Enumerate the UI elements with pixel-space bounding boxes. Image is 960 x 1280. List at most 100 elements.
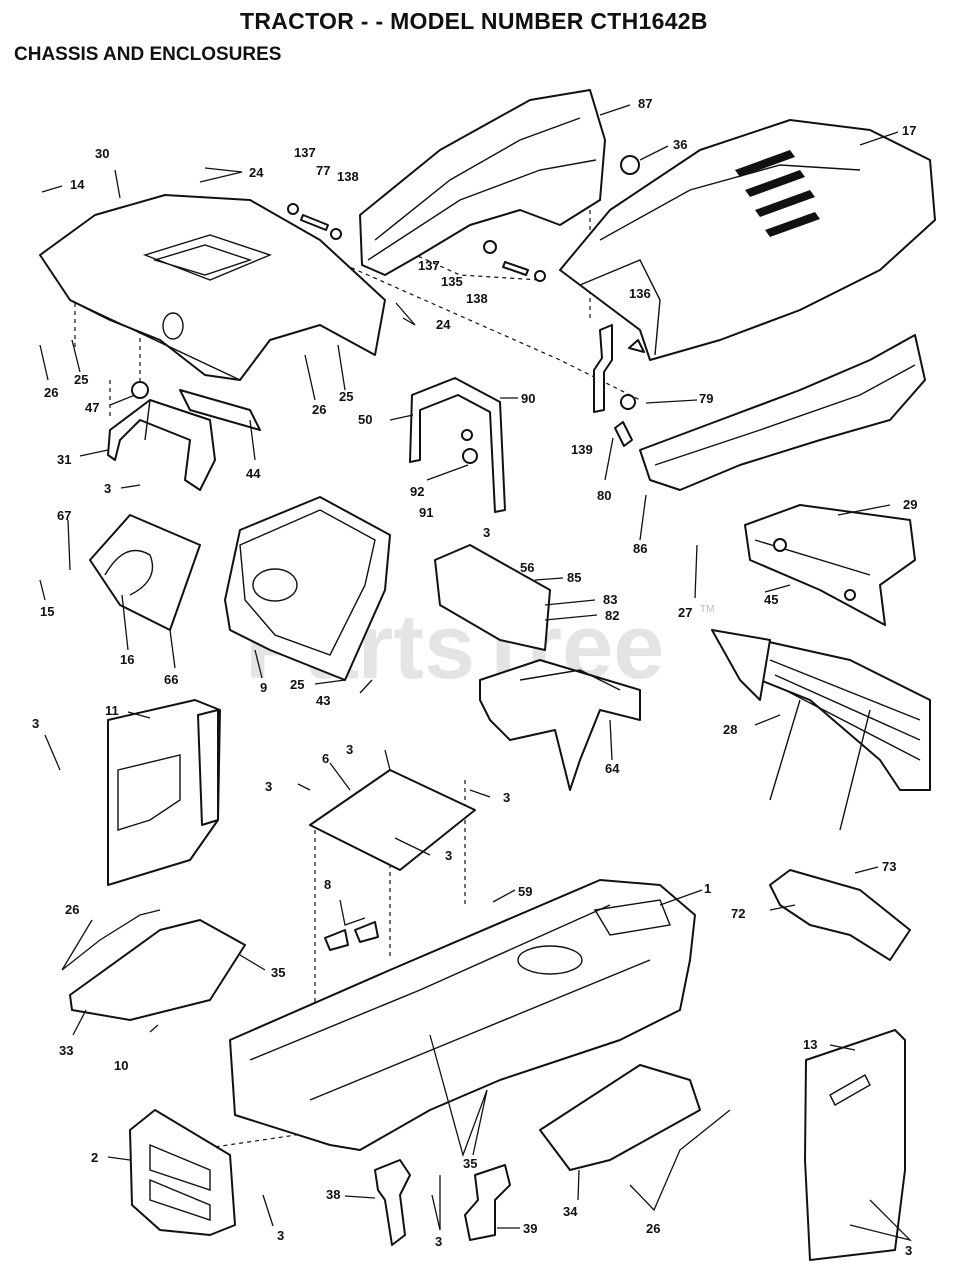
callout-138: 138 [337, 169, 359, 184]
callout-82: 82 [605, 608, 619, 623]
grille-assembly-part-28 [711, 629, 931, 831]
side-plate-part-11 [107, 699, 221, 886]
callout-86: 86 [633, 541, 647, 556]
plate-part-6 [309, 769, 476, 871]
callout-43: 43 [316, 693, 330, 708]
callout-3: 3 [503, 790, 510, 805]
callout-137: 137 [418, 258, 440, 273]
callout-11: 11 [105, 703, 119, 718]
floor-plate-part-33 [69, 919, 246, 1021]
watermark-trademark: TM [700, 604, 714, 615]
callout-28: 28 [723, 722, 737, 737]
callout-3: 3 [104, 481, 111, 496]
callout-3: 3 [445, 848, 452, 863]
support-part-64 [479, 659, 641, 791]
callout-3: 3 [277, 1228, 284, 1243]
page-title: TRACTOR - - MODEL NUMBER CTH1642B [240, 8, 708, 34]
callout-39: 39 [523, 1221, 537, 1236]
callout-59: 59 [518, 884, 532, 899]
main-frame-part-1 [229, 879, 696, 1151]
callout-44: 44 [246, 466, 261, 481]
callout-16: 16 [120, 652, 134, 667]
callout-35: 35 [463, 1156, 477, 1171]
alignment-line [359, 229, 541, 281]
callout-136: 136 [629, 286, 651, 301]
callout-labels: 87 36 17 137 77 138 30 24 14 137 135 138… [32, 96, 917, 1258]
callout-36: 36 [673, 137, 687, 152]
callout-13: 13 [803, 1037, 817, 1052]
callout-85: 85 [567, 570, 581, 585]
callout-67: 67 [57, 508, 71, 523]
callout-91: 91 [419, 505, 433, 520]
callout-3: 3 [483, 525, 490, 540]
callout-26: 26 [312, 402, 326, 417]
plate-part-44 [179, 389, 261, 431]
callout-26: 26 [646, 1221, 660, 1236]
callout-47: 47 [85, 400, 99, 415]
hood-bracket-part-139 [593, 324, 613, 413]
hood-hardware [287, 155, 645, 447]
callout-30: 30 [95, 146, 109, 161]
bracket-part-39 [464, 1164, 511, 1241]
callout-1: 1 [704, 881, 711, 896]
callout-17: 17 [902, 123, 916, 138]
callout-35: 35 [271, 965, 285, 980]
callout-79: 79 [699, 391, 713, 406]
bracket-part-72 [769, 869, 911, 961]
callout-31: 31 [57, 452, 71, 467]
bracket-part-8 [324, 921, 379, 951]
callout-2: 2 [91, 1150, 98, 1165]
callout-3: 3 [905, 1243, 912, 1258]
callout-15: 15 [40, 604, 54, 619]
callout-77: 77 [316, 163, 330, 178]
section-title: CHASSIS AND ENCLOSURES [14, 44, 282, 65]
hood-panel-part-87 [359, 89, 606, 276]
callout-138: 138 [466, 291, 488, 306]
callout-135: 135 [441, 274, 463, 289]
callout-139: 139 [571, 442, 593, 457]
callout-66: 66 [164, 672, 178, 687]
callout-38: 38 [326, 1187, 340, 1202]
callout-83: 83 [603, 592, 617, 607]
callout-137: 137 [294, 145, 316, 160]
callout-27: 27 [678, 605, 692, 620]
bracket-part-31 [107, 399, 216, 491]
callout-25: 25 [339, 389, 353, 404]
callout-33: 33 [59, 1043, 73, 1058]
callout-56: 56 [520, 560, 534, 575]
callout-26: 26 [65, 902, 79, 917]
hood-lower-panel-part-86 [639, 334, 926, 491]
callout-80: 80 [597, 488, 611, 503]
callout-92: 92 [410, 484, 424, 499]
cover-part-34 [539, 1064, 701, 1171]
bracket-part-50 [409, 377, 506, 513]
nut-part-47 [131, 381, 149, 399]
callout-73: 73 [882, 859, 896, 874]
callout-3: 3 [346, 742, 353, 757]
side-plate-part-13 [804, 1029, 906, 1261]
side-plate-part-2 [129, 1109, 236, 1236]
callout-26: 26 [44, 385, 58, 400]
callout-24: 24 [249, 165, 264, 180]
callout-72: 72 [731, 906, 745, 921]
grille-part-29 [744, 504, 916, 626]
callout-90: 90 [521, 391, 535, 406]
callout-6: 6 [322, 751, 329, 766]
callout-9: 9 [260, 680, 267, 695]
callout-3: 3 [435, 1234, 442, 1249]
callout-14: 14 [70, 177, 85, 192]
callout-45: 45 [764, 592, 778, 607]
leader-lines [39, 104, 913, 1242]
callout-50: 50 [358, 412, 372, 427]
bracket-part-38 [374, 1159, 411, 1246]
callout-87: 87 [638, 96, 652, 111]
bracket-part-56 [434, 544, 551, 651]
console-part-9 [224, 496, 391, 681]
callout-25: 25 [290, 677, 304, 692]
dash-panel-part-30 [39, 194, 386, 381]
callout-10: 10 [114, 1058, 128, 1073]
callout-29: 29 [903, 497, 917, 512]
callout-8: 8 [324, 877, 331, 892]
heat-shield-part-66 [89, 514, 201, 631]
